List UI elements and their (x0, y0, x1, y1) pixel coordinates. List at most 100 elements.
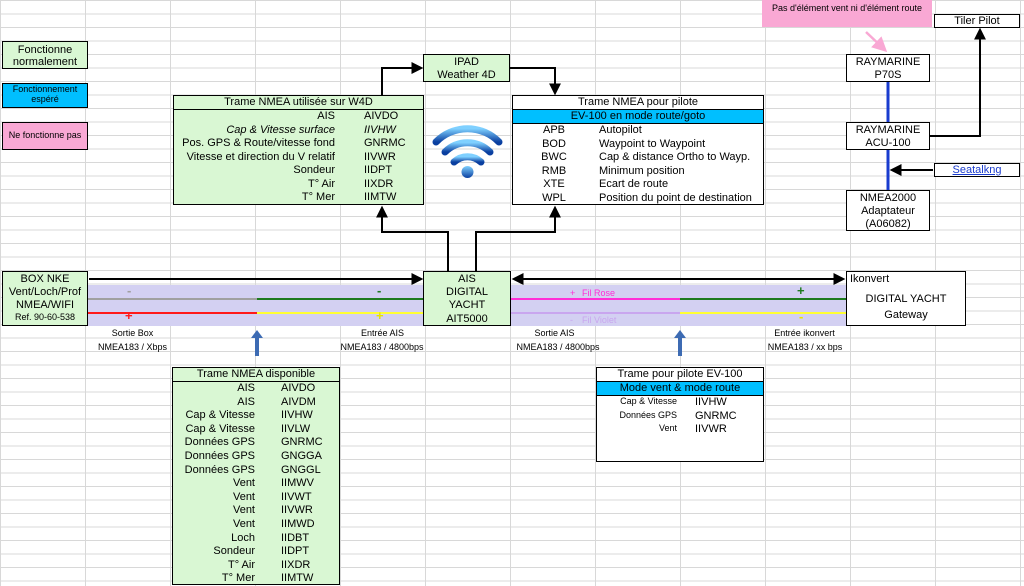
legend-ko-label: Ne fonctionne pas (8, 130, 82, 140)
ais-line3: YACHT (448, 299, 486, 311)
available-label: Données GPS (184, 436, 255, 449)
available-row: AIS AIVDO (173, 382, 339, 396)
available-row: AIS AIVDM (173, 396, 339, 410)
available-row: Données GPS GNRMC (173, 436, 339, 450)
arrow-acu-to-tiller (930, 27, 986, 137)
ipad-line2: Weather 4D (437, 69, 496, 81)
available-label: Données GPS (184, 450, 255, 462)
nmea2000-line2: Adaptateur (861, 205, 915, 217)
nmea2000-line3: (A06082) (865, 218, 911, 230)
available-code: GNRMC (281, 436, 323, 449)
w4d-code: IIVWR (364, 150, 396, 163)
available-label: Cap & Vitesse (185, 409, 255, 422)
w4d-title: Trame NMEA utilisée sur W4D (174, 96, 423, 110)
wire-band-right (511, 285, 847, 326)
box-nke-line1: BOX NKE (20, 273, 70, 285)
ikonvert-line3: Gateway (884, 309, 928, 321)
available-code: IIVWT (281, 490, 312, 503)
entree-ikonvert-speed: NMEA183 / xx bps (767, 342, 843, 352)
available-label: T° Air (227, 558, 255, 571)
available-code: IIVHW (281, 409, 313, 422)
available-code: IIVWR (281, 504, 313, 517)
legend-expected-label: Fonctionnement espéré (12, 84, 78, 104)
available-code: IIXDR (281, 558, 311, 571)
pilot-nmea-title: Trame NMEA pour pilote (577, 96, 699, 108)
ikonvert-line1: Ikonvert (850, 273, 890, 285)
pilot-nmea-desc: Minimum position (599, 164, 685, 177)
w4d-nmea-table: Trame NMEA utilisée sur W4D AIS AIVDO Cap … (173, 95, 424, 205)
pilot-nmea-subtitle: EV-100 en mode route/goto (513, 109, 763, 124)
box-nke-line4: Ref. 90-60-538 (14, 312, 76, 322)
available-row: T° Air IIXDR (173, 559, 339, 573)
w4d-label: AIS (317, 110, 335, 122)
pilot-nmea-desc: Ecart de route (599, 178, 669, 190)
available-code: AIVDO (281, 382, 316, 394)
available-label: AIS (237, 395, 255, 408)
w4d-label: T° Mer (301, 191, 335, 203)
tiller-pilot-label: Tiler Pilot (954, 15, 1000, 27)
w4d-label: Sondeur (293, 164, 335, 176)
box-nke-line2: Vent/Loch/Prof (8, 286, 82, 298)
available-label: Vent (232, 477, 255, 490)
available-title: Trame NMEA disponible (173, 368, 339, 382)
available-code: IIMWD (281, 518, 315, 530)
arrow-ais-to-pilot (475, 205, 561, 271)
acu-line2: ACU-100 (865, 137, 911, 149)
nmea2000-adapter-box: NMEA2000 Adaptateur (A06082) (846, 190, 930, 231)
pink-note-text: Pas d'élément vent ni d'élément route (771, 3, 923, 13)
available-label: Sondeur (213, 545, 255, 558)
available-code: GNGGL (281, 463, 321, 476)
ipad-weather4d-box: IPAD Weather 4D (423, 54, 510, 82)
available-label: AIS (237, 382, 255, 394)
legend-ok: Fonctionne normalement (2, 41, 88, 69)
ev100-subtitle: Mode vent & mode route (597, 381, 763, 396)
pilot-nmea-table: Trame NMEA pour pilote EV-100 en mode ro… (512, 95, 764, 205)
wire-plus-red: + (125, 308, 133, 323)
available-code: AIVDM (281, 395, 316, 408)
available-code: IIMTW (281, 572, 314, 585)
raymarine-p70s-box: RAYMARINE P70S (846, 54, 930, 82)
w4d-code: AIVDO (364, 110, 399, 122)
ais-digital-yacht-box: AIS DIGITAL YACHT AIT5000 (423, 271, 511, 326)
sortie-ais-speed: NMEA183 / 4800bps (516, 342, 600, 352)
w4d-label: Cap & Vitesse surface (226, 123, 335, 136)
acu-line1: RAYMARINE (855, 124, 921, 136)
fil-violet-label: Fil Violet (582, 315, 617, 325)
ev100-code: IIVWR (695, 423, 727, 435)
arrow-w4d-to-ipad (381, 62, 424, 95)
pilot-nmea-code: BOD (542, 137, 566, 150)
available-label: Cap & Vitesse (185, 422, 255, 435)
nmea2000-line1: NMEA2000 (859, 192, 917, 204)
ev100-label: Données GPS (619, 409, 677, 420)
fil-rose-label: Fil Rose (582, 288, 616, 298)
pilot-nmea-code: BWC (541, 151, 567, 163)
entree-ais-speed: NMEA183 / 4800bps (340, 342, 424, 352)
w4d-code: GNRMC (364, 137, 406, 149)
ev100-table: Trame pour pilote EV-100 Mode vent & mod… (596, 367, 764, 462)
pilot-nmea-code: WPL (542, 191, 566, 204)
w4d-code: IIXDR (364, 177, 394, 190)
legend-ko: Ne fonctionne pas (2, 122, 88, 150)
ais-line1: AIS (458, 273, 476, 285)
wire-band-left (88, 285, 424, 326)
seatalkng-label[interactable]: Seatalkng (952, 164, 1002, 176)
ikonvert-box: Ikonvert DIGITAL YACHT Gateway (846, 271, 966, 326)
arrow-ais-to-w4d (376, 205, 449, 271)
available-row: Vent IIMWD (173, 518, 339, 532)
available-label: Vent (232, 518, 255, 530)
